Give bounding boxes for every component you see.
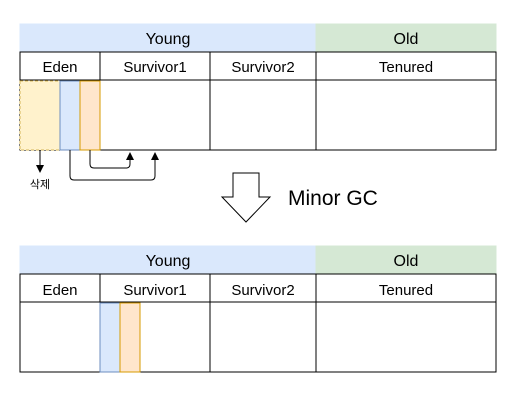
before-old-label: Old [394, 31, 419, 48]
moved-object-a [99, 302, 121, 373]
before-col-survivor2: Survivor2 [231, 59, 294, 76]
surviving-object-a [59, 80, 81, 151]
surviving-object-b [79, 80, 101, 151]
moved-object-b [119, 302, 141, 373]
before-heap: Young Old Eden Survivor1 Survivor2 Tenur… [19, 23, 497, 191]
before-old-header [315, 23, 497, 53]
move-arrow-b [89, 150, 134, 169]
deleted-objects-block [19, 80, 61, 151]
after-col-eden: Eden [42, 282, 77, 299]
before-young-label: Young [146, 31, 191, 48]
after-heap: Young Old Eden Survivor1 Survivor2 Tenur… [19, 245, 497, 373]
after-young-header [19, 245, 317, 275]
before-col-eden: Eden [42, 59, 77, 76]
after-col-survivor1: Survivor1 [123, 282, 186, 299]
before-col-tenured: Tenured [379, 59, 433, 76]
after-col-tenured: Tenured [379, 282, 433, 299]
before-col-survivor1: Survivor1 [123, 59, 186, 76]
delete-label: 삭제 [30, 178, 50, 191]
after-old-label: Old [394, 253, 419, 270]
after-body-frame [19, 273, 497, 373]
down-arrow-icon [220, 172, 272, 223]
after-young-label: Young [146, 253, 191, 270]
transition-label: Minor GC [288, 187, 378, 210]
move-arrow-a [69, 150, 159, 181]
after-col-survivor2: Survivor2 [231, 282, 294, 299]
after-old-header [315, 245, 497, 275]
before-young-header [19, 23, 317, 53]
